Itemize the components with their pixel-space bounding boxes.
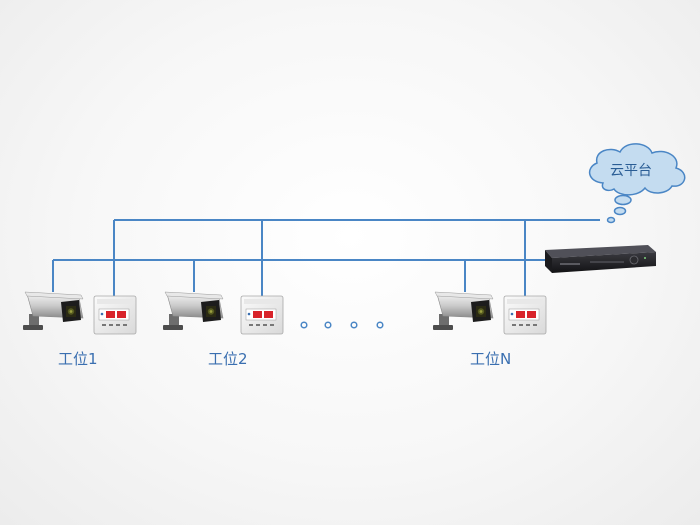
cloud-bubble-medium <box>613 206 627 216</box>
dots-icon <box>300 321 384 329</box>
network-lines <box>52 219 600 296</box>
station1-control-panel-icon <box>93 295 137 335</box>
cloud-bubble-large <box>614 194 632 206</box>
cloud-bubble-small <box>606 216 616 224</box>
network-video-recorder-icon <box>545 245 656 273</box>
stationN-control-panel-icon <box>503 295 547 335</box>
station2-label: 工位2 <box>208 350 248 368</box>
station2-control-panel-icon <box>240 295 284 335</box>
station2-security-camera-icon <box>162 291 224 331</box>
station1-label: 工位1 <box>58 350 98 368</box>
station1-security-camera-icon <box>22 291 84 331</box>
stationN-security-camera-icon <box>432 291 494 331</box>
stationN-label: 工位N <box>470 350 512 368</box>
cloud-icon <box>588 143 686 224</box>
cloud-platform-label: 云平台 <box>610 163 652 179</box>
